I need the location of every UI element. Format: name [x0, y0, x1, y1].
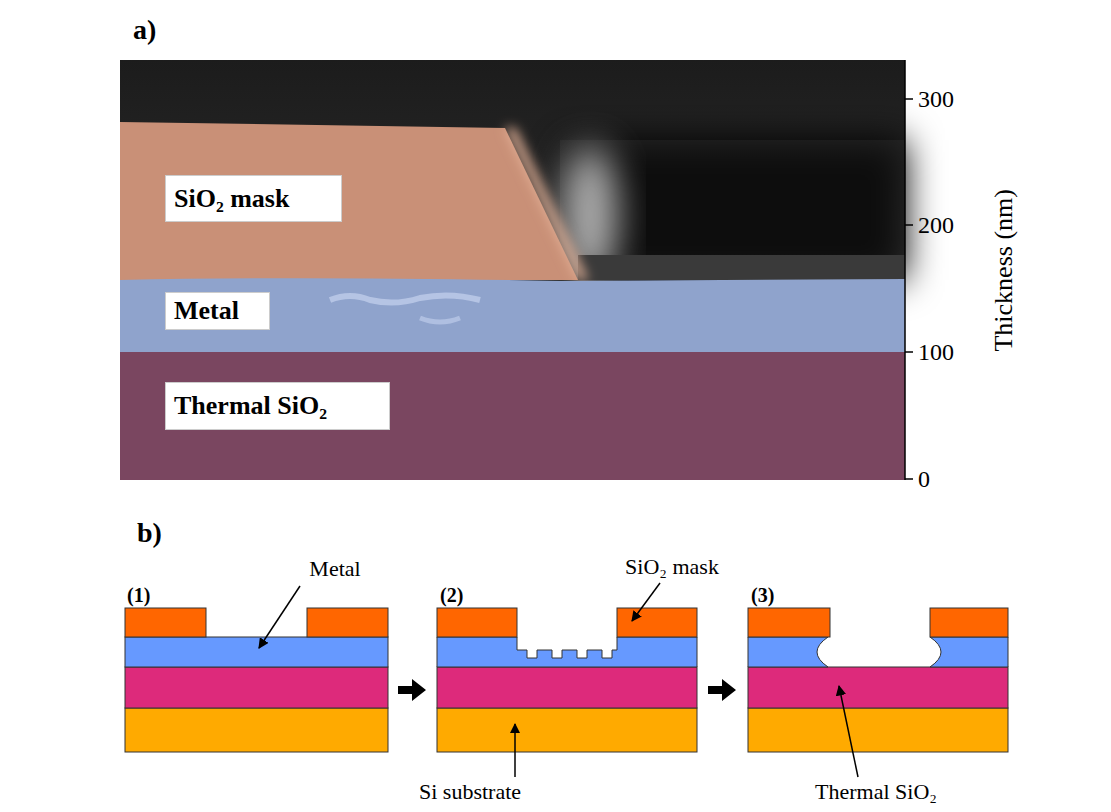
part-label: Si substrate [419, 780, 521, 804]
sem-image [120, 60, 905, 480]
step-number: (2) [440, 584, 463, 606]
tick-label: 0 [918, 466, 930, 492]
layer-label: SiO₂ mask [174, 184, 289, 214]
process-step-1 [125, 608, 388, 752]
layer-label: Thermal SiO₂ [174, 391, 327, 421]
panel-letter: a) [133, 15, 156, 46]
part-label: Thermal SiO₂ [815, 780, 937, 804]
step-number: (1) [127, 584, 150, 606]
leader-line [259, 583, 858, 777]
panel-letter: b) [137, 518, 162, 549]
tick-label: 300 [918, 86, 954, 112]
part-label: SiO₂ mask [625, 555, 719, 579]
step-arrow [398, 679, 736, 701]
tick-label: 200 [918, 212, 954, 238]
step-number: (3) [751, 584, 774, 606]
layer-label-box: SiO₂ mask [165, 175, 342, 222]
layer-label: Metal [174, 296, 239, 326]
part-label: Metal [309, 557, 360, 581]
axis-title: Thickness (nm) [990, 189, 1019, 351]
layer-label-box: Metal [165, 292, 270, 330]
process-step-2 [437, 608, 697, 752]
layer-label-box: Thermal SiO₂ [165, 382, 390, 430]
thickness-axis [905, 60, 913, 480]
tick-label: 100 [918, 339, 954, 365]
process-step-3 [748, 608, 1008, 752]
